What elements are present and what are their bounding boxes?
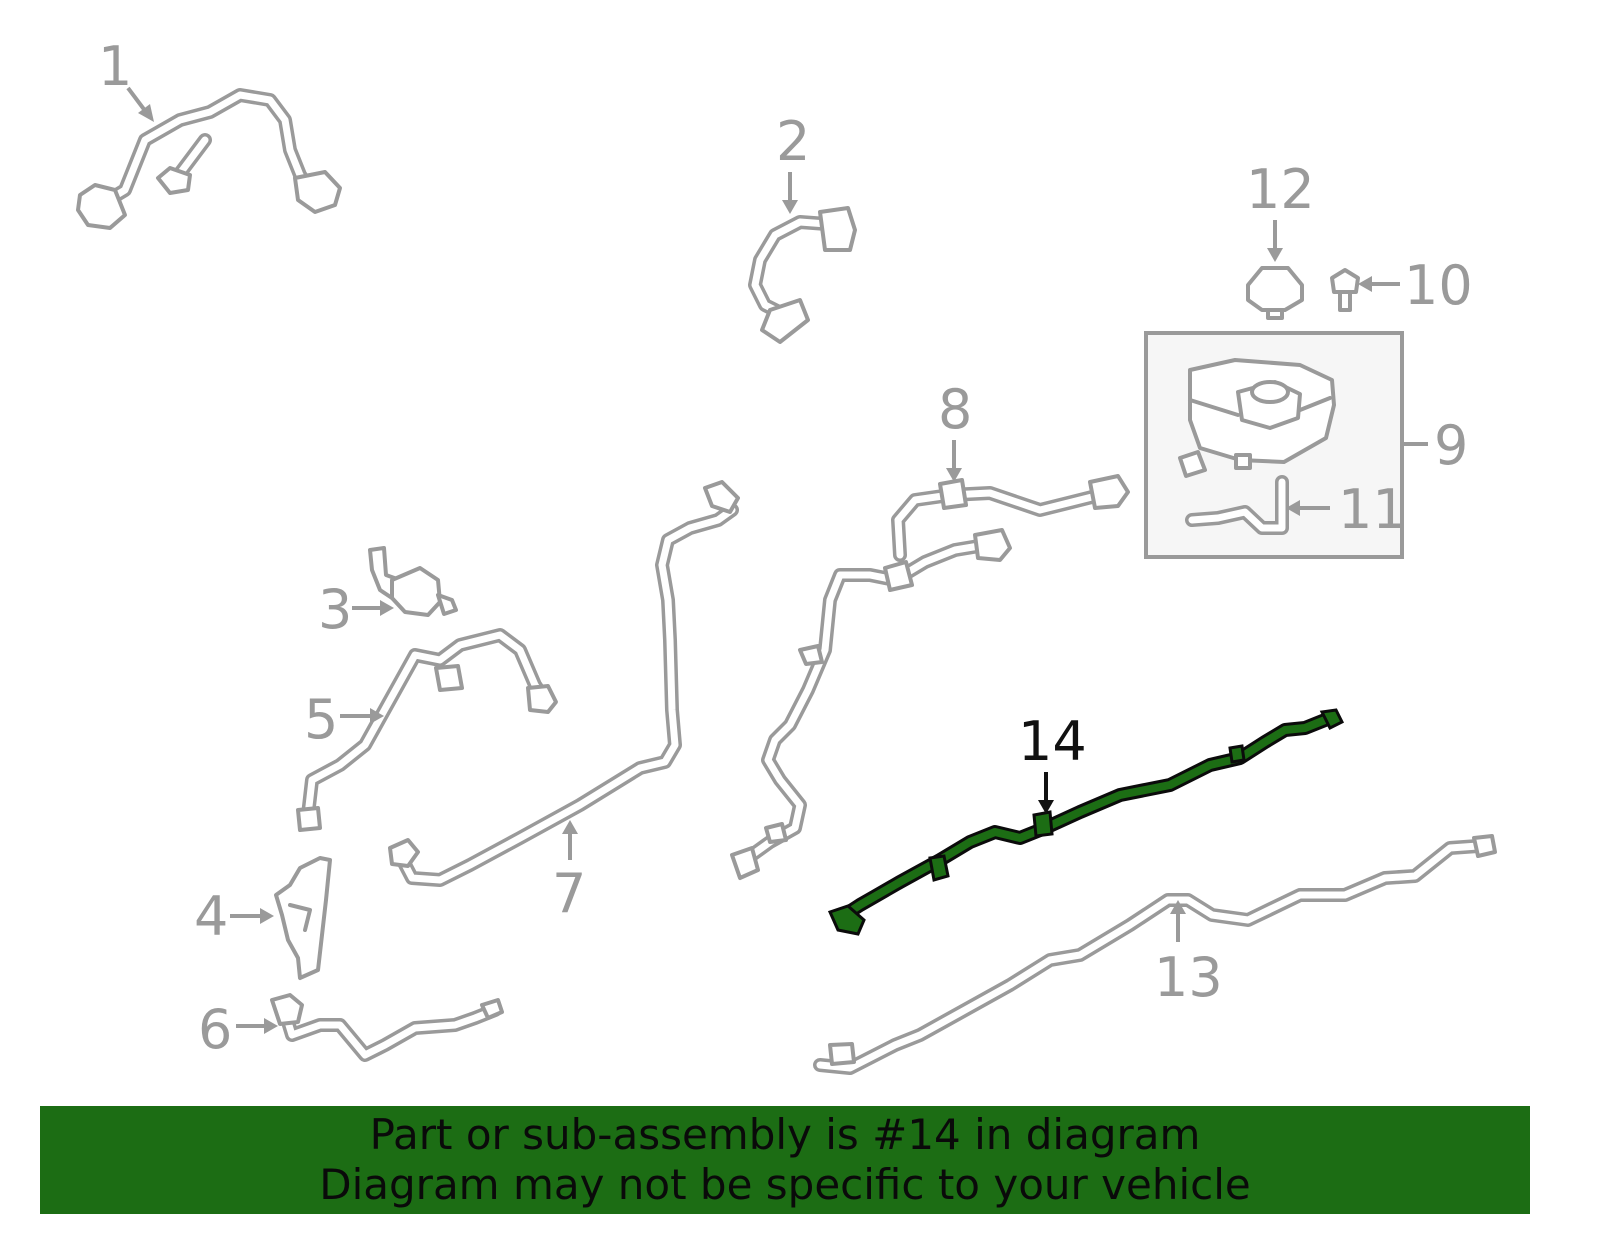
part-9-reservoir-assembly[interactable] bbox=[1144, 331, 1404, 559]
callout-2: 2 bbox=[776, 110, 810, 214]
svg-text:7: 7 bbox=[552, 862, 586, 925]
info-banner: Part or sub-assembly is #14 in diagram D… bbox=[40, 1106, 1530, 1214]
callout-1: 1 bbox=[98, 35, 154, 122]
svg-text:12: 12 bbox=[1246, 158, 1315, 221]
part-3-valve[interactable] bbox=[368, 546, 458, 617]
callout-11: 11 bbox=[1286, 478, 1407, 541]
svg-text:10: 10 bbox=[1404, 254, 1473, 317]
callout-9: 9 bbox=[1404, 414, 1468, 477]
callout-6: 6 bbox=[198, 998, 278, 1061]
callout-10: 10 bbox=[1358, 254, 1473, 317]
callout-14: 14 bbox=[1018, 710, 1087, 814]
part-14-pipe-highlighted[interactable] bbox=[827, 708, 1345, 936]
svg-text:9: 9 bbox=[1434, 414, 1468, 477]
callout-4: 4 bbox=[194, 885, 274, 948]
part-10-bolt[interactable] bbox=[1330, 268, 1360, 312]
banner-line-1: Part or sub-assembly is #14 in diagram bbox=[369, 1110, 1201, 1159]
part-6-pipe[interactable] bbox=[270, 993, 504, 1062]
part-7-pipe[interactable] bbox=[388, 480, 740, 887]
part-12-cap[interactable] bbox=[1246, 266, 1304, 320]
callout-5: 5 bbox=[304, 688, 384, 751]
svg-text:14: 14 bbox=[1018, 710, 1087, 773]
callout-8: 8 bbox=[938, 378, 972, 482]
svg-text:4: 4 bbox=[194, 885, 228, 948]
callout-13: 13 bbox=[1154, 900, 1223, 1009]
svg-text:2: 2 bbox=[776, 110, 810, 173]
callout-12: 12 bbox=[1246, 158, 1315, 262]
part-8-hose[interactable] bbox=[730, 474, 1130, 880]
part-4-bracket[interactable] bbox=[274, 856, 332, 980]
part-1-hose[interactable] bbox=[76, 88, 342, 230]
svg-text:6: 6 bbox=[198, 998, 232, 1061]
svg-text:11: 11 bbox=[1338, 478, 1407, 541]
banner-line-2: Diagram may not be specific to your vehi… bbox=[319, 1160, 1251, 1209]
callout-3: 3 bbox=[318, 578, 394, 641]
svg-text:1: 1 bbox=[98, 35, 132, 98]
svg-text:8: 8 bbox=[938, 378, 972, 441]
part-2-hose[interactable] bbox=[748, 206, 857, 344]
callout-7: 7 bbox=[552, 820, 586, 925]
part-5-line[interactable] bbox=[296, 628, 558, 832]
svg-text:13: 13 bbox=[1154, 946, 1223, 1009]
svg-text:3: 3 bbox=[318, 578, 352, 641]
part-13-pipe[interactable] bbox=[813, 834, 1497, 1075]
svg-text:5: 5 bbox=[304, 688, 338, 751]
